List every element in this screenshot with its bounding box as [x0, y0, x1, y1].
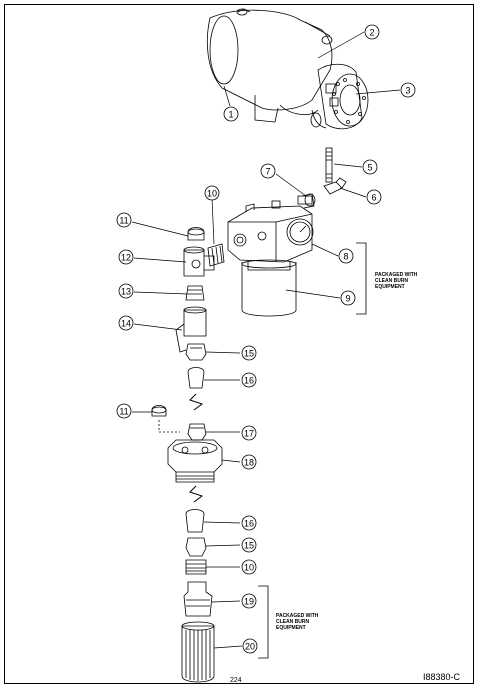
callout-15-lower: 15: [241, 537, 257, 553]
callout-18: 18: [241, 454, 257, 470]
svg-text:14: 14: [121, 319, 131, 329]
figure-id: I88380-C: [423, 672, 461, 682]
svg-text:8: 8: [343, 252, 348, 262]
svg-text:6: 6: [371, 193, 376, 203]
svg-text:10: 10: [244, 563, 254, 573]
callout-2: 2: [364, 24, 380, 40]
packaged-with-note-upper: PACKAGED WITH CLEAN BURN EQUIPMENT: [375, 272, 418, 290]
svg-text:10: 10: [207, 189, 217, 199]
callout-3: 3: [400, 82, 416, 98]
svg-text:11: 11: [119, 407, 128, 417]
callout-9: 9: [340, 290, 356, 306]
svg-text:3: 3: [405, 86, 410, 96]
callout-6: 6: [366, 189, 382, 205]
svg-text:15: 15: [244, 541, 254, 551]
svg-text:17: 17: [244, 429, 254, 439]
svg-text:20: 20: [245, 642, 255, 652]
callout-20: 20: [242, 638, 258, 654]
callout-5: 5: [362, 159, 378, 175]
svg-text:9: 9: [345, 294, 350, 304]
page-number: 224: [230, 677, 242, 684]
page-border: [4, 4, 474, 684]
filter-housing-with-gauge: [227, 195, 367, 317]
svg-text:7: 7: [265, 167, 270, 177]
svg-text:16: 16: [244, 376, 254, 386]
svg-text:18: 18: [244, 458, 254, 468]
callout-8: 8: [338, 248, 354, 264]
callout-10-upper: 10: [204, 185, 220, 201]
callout-13: 13: [118, 283, 134, 299]
packaged-with-note-lower: PACKAGED WITH CLEAN BURN EQUIPMENT: [276, 613, 319, 631]
svg-text:1: 1: [228, 110, 233, 120]
svg-text:19: 19: [244, 597, 254, 607]
callout-15-upper: 15: [241, 345, 257, 361]
callout-17: 17: [241, 425, 257, 441]
pump-motor-assembly: [206, 8, 369, 130]
callout-19: 19: [241, 593, 257, 609]
callout-11-upper: 11: [116, 212, 132, 228]
svg-text:16: 16: [244, 519, 254, 529]
svg-text:12: 12: [121, 253, 131, 263]
svg-text:15: 15: [244, 349, 254, 359]
callout-1: 1: [223, 106, 239, 122]
callout-12: 12: [118, 249, 134, 265]
svg-text:5: 5: [367, 163, 372, 173]
callout-7: 7: [260, 163, 276, 179]
svg-text:11: 11: [119, 216, 128, 226]
callout-10-lower: 10: [241, 559, 257, 575]
svg-text:13: 13: [121, 287, 131, 297]
callout-16-upper: 16: [241, 372, 257, 388]
leader-lines: [131, 31, 401, 649]
callout-16-lower: 16: [241, 515, 257, 531]
svg-text:2: 2: [369, 28, 374, 38]
fittings-column-lower: [151, 405, 269, 683]
fittings-column-upper: [175, 227, 225, 411]
callout-14: 14: [118, 315, 134, 331]
nipple-and-elbow-fittings: [301, 147, 347, 209]
callout-11-lower: 11: [116, 403, 132, 419]
